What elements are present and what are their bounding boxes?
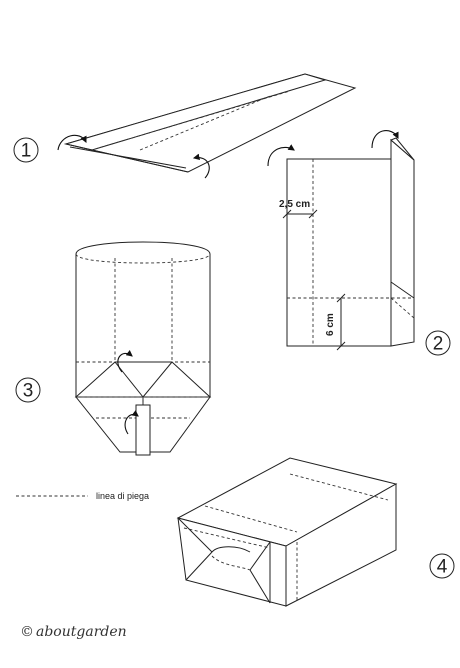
step-1-badge: 1 [13,137,39,163]
fold-arrow-icon [192,153,210,179]
copyright-symbol: © [20,624,34,640]
step-4-number: 4 [437,557,448,578]
step-3-illustration [74,241,212,456]
legend: linea di piega [16,491,149,501]
fold-arrow-icon [371,130,399,149]
step-2-badge: 2 [425,330,451,356]
fold-arrow-icon [267,144,295,167]
credit: © aboutgarden [20,624,127,640]
step-2-number: 2 [433,334,444,355]
fold-arrow-icon [117,349,133,373]
step-1-number: 1 [21,141,32,162]
step-4-illustration [176,457,398,607]
step-1-illustration [57,73,357,179]
author-signature: aboutgarden [36,624,127,640]
fold-arrow-icon [57,134,87,151]
fold-arrow-icon [124,410,139,435]
legend-label: linea di piega [96,491,149,501]
height-dimension-label: 6 cm [325,313,336,336]
width-dimension-label: 2,5 cm [279,199,310,210]
step-3-badge: 3 [15,377,41,403]
step-4-badge: 4 [429,553,455,579]
step-2-illustration: 2,5 cm 6 cm [267,130,415,351]
step-3-number: 3 [23,381,34,402]
